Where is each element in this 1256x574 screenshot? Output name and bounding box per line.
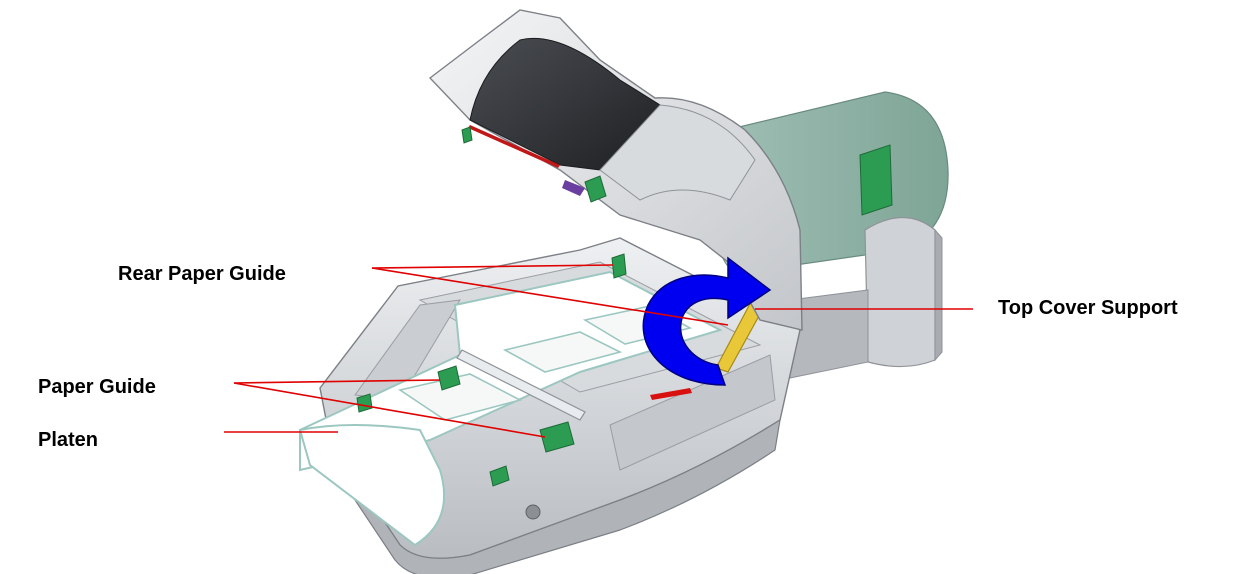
paper-guide-tab-right (539, 421, 575, 453)
paper-guide-tab-left (437, 365, 461, 391)
label-media (298, 270, 723, 547)
paper-guide-tabs (356, 253, 627, 487)
roll-holder-tab (859, 144, 893, 216)
top-cover-support-label: Top Cover Support (998, 297, 1178, 319)
base-knob (525, 504, 541, 520)
paper-guide-leader-a (233, 379, 441, 384)
rear-paper-guide-tab (611, 253, 627, 279)
paper-guide-label: Paper Guide (38, 376, 156, 398)
leader-lines (224, 264, 973, 438)
rotation-arrow (642, 256, 772, 386)
paper-guide-leader-b (233, 382, 546, 438)
platen-label: Platen (38, 429, 99, 451)
rear-paper-guide-leader-b (371, 267, 729, 326)
roll-holder-stand (789, 217, 943, 379)
rear-paper-guide-label: Rear Paper Guide (118, 263, 286, 285)
rear-paper-guide-leader-a (371, 264, 614, 269)
platen-roller (456, 349, 586, 421)
sensor-strip (650, 388, 692, 400)
top-cover (428, 9, 803, 331)
